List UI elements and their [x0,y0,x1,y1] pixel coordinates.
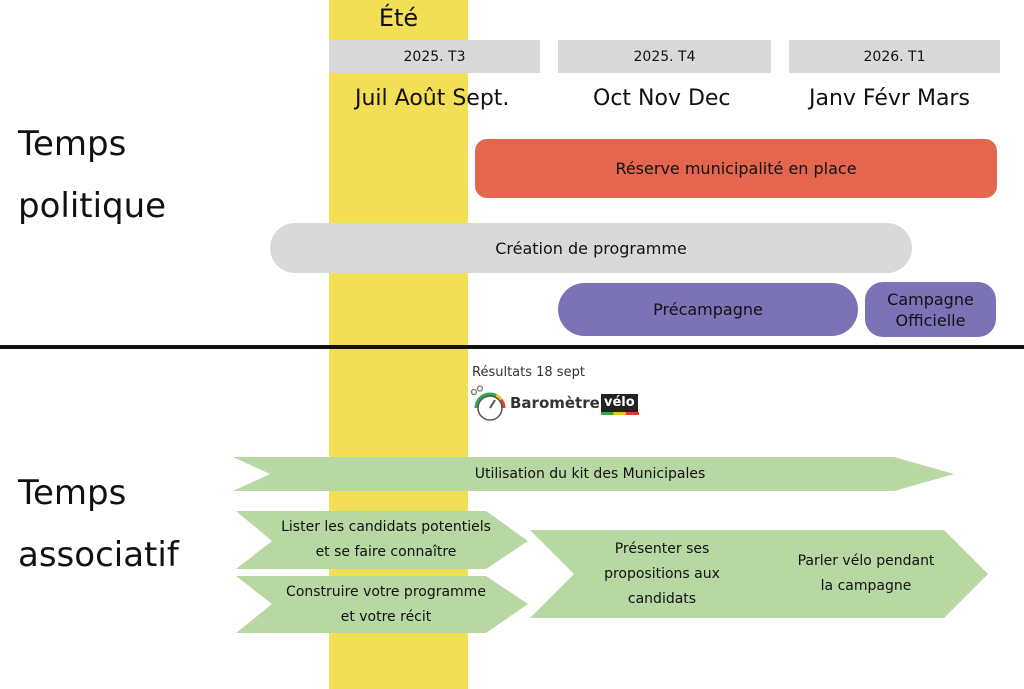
step-presenter-propositions: Présenter ses propositions aux candidats [604,540,720,607]
bar-creation-programme: Création de programme [270,223,912,273]
step-kit-municipales: Utilisation du kit des Municipales [474,465,706,482]
barometre-velo-tag: vélo [601,394,638,412]
section-temps-associatif: Temps associatif [18,473,179,575]
summer-highlight-band [329,0,468,689]
step-construire-programme: Construire votre programme et votre réci… [286,583,486,625]
months-t1: Janv Févr Mars [809,86,970,111]
summer-label: Été [378,4,419,32]
months-t4: Oct Nov Dec [593,86,731,111]
barometre-logo-word: Baromètre [510,394,600,412]
quarter-2025-t4: 2025. T4 [558,40,771,73]
months-t3: Juil Août Sept. [355,86,510,111]
bar-reserve-municipalite: Réserve municipalité en place [475,139,997,198]
bar-precampagne: Précampagne [558,283,858,336]
quarter-2026-t1: 2026. T1 [789,40,1000,73]
step-parler-velo: Parler vélo pendant la campagne [797,553,935,594]
barometre-color-stripe [601,412,639,415]
arrow-presenter-propositions [530,530,782,618]
bar-campagne-officielle: Campagne Officielle [865,282,996,337]
quarter-2025-t3: 2025. T3 [329,40,540,73]
barometre-gauge-icon [470,385,506,421]
arrow-kit-municipales [233,457,954,491]
arrow-parler-velo [736,530,988,618]
step-lister-candidats: Lister les candidats potentiels et se fa… [281,519,491,560]
arrow-construire-programme [236,576,528,633]
arrow-lister-candidats [236,511,528,569]
barometre-caption: Résultats 18 sept [472,365,585,380]
section-divider [0,345,1024,349]
section-temps-politique: Temps politique [18,124,167,226]
